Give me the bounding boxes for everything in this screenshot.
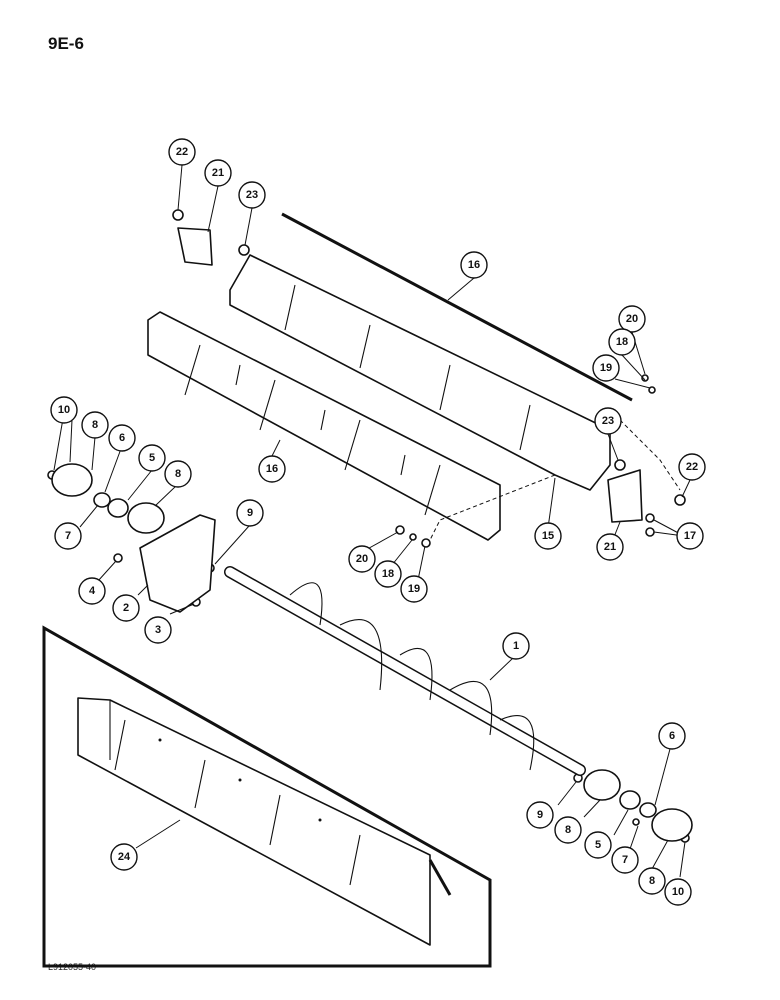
callout-2: 2 bbox=[112, 594, 140, 622]
svg-text:10: 10 bbox=[58, 404, 70, 416]
callout-9: 9 bbox=[236, 499, 264, 527]
svg-text:8: 8 bbox=[175, 468, 181, 480]
svg-text:1: 1 bbox=[513, 640, 519, 652]
dashed-guide-right bbox=[619, 419, 681, 491]
svg-text:21: 21 bbox=[212, 167, 224, 179]
svg-text:18: 18 bbox=[616, 336, 628, 348]
callout-3: 3 bbox=[144, 616, 172, 644]
callout-1: 1 bbox=[502, 632, 530, 660]
bearing-group-right bbox=[583, 769, 693, 842]
callout-22: 22 bbox=[168, 138, 196, 166]
callout-21: 21 bbox=[204, 159, 232, 187]
callout-16: 16 bbox=[258, 455, 286, 483]
callout-21: 21 bbox=[596, 533, 624, 561]
svg-text:6: 6 bbox=[669, 730, 675, 742]
svg-text:8: 8 bbox=[649, 875, 655, 887]
svg-text:3: 3 bbox=[155, 624, 161, 636]
callout-17: 17 bbox=[676, 522, 704, 550]
callout-8: 8 bbox=[164, 460, 192, 488]
callout-18: 18 bbox=[608, 328, 636, 356]
hardware bbox=[47, 209, 690, 843]
auger bbox=[224, 566, 586, 776]
callout-22: 22 bbox=[678, 453, 706, 481]
callout-19: 19 bbox=[592, 354, 620, 382]
callout-19: 19 bbox=[400, 575, 428, 603]
svg-text:9: 9 bbox=[537, 809, 543, 821]
callout-6: 6 bbox=[108, 424, 136, 452]
callout-10: 10 bbox=[664, 878, 692, 906]
callout-5: 5 bbox=[138, 444, 166, 472]
svg-text:18: 18 bbox=[382, 568, 394, 580]
bearing-group-left bbox=[51, 463, 216, 613]
callout-18: 18 bbox=[374, 560, 402, 588]
callout-6: 6 bbox=[658, 722, 686, 750]
callout-10: 10 bbox=[50, 396, 78, 424]
svg-text:6: 6 bbox=[119, 432, 125, 444]
svg-text:2: 2 bbox=[123, 602, 129, 614]
callout-23: 23 bbox=[238, 181, 266, 209]
svg-text:15: 15 bbox=[542, 530, 554, 542]
callout-15: 15 bbox=[534, 522, 562, 550]
callout-7: 7 bbox=[54, 522, 82, 550]
inset-panel bbox=[42, 625, 492, 968]
page-number: 9E-6 bbox=[48, 34, 84, 53]
svg-text:24: 24 bbox=[118, 851, 131, 863]
callout-8: 8 bbox=[81, 411, 109, 439]
svg-text:8: 8 bbox=[92, 419, 98, 431]
callout-7: 7 bbox=[611, 846, 639, 874]
callout-9: 9 bbox=[526, 801, 554, 829]
svg-text:4: 4 bbox=[89, 585, 96, 597]
svg-text:5: 5 bbox=[595, 839, 601, 851]
svg-text:8: 8 bbox=[565, 824, 571, 836]
callout-24: 24 bbox=[110, 843, 138, 871]
svg-text:7: 7 bbox=[65, 530, 71, 542]
lower-shield bbox=[147, 311, 501, 541]
callout-5: 5 bbox=[584, 831, 612, 859]
svg-text:10: 10 bbox=[672, 886, 684, 898]
svg-text:19: 19 bbox=[600, 362, 612, 374]
brackets bbox=[177, 227, 643, 523]
svg-text:19: 19 bbox=[408, 583, 420, 595]
svg-text:22: 22 bbox=[686, 461, 698, 473]
svg-text:22: 22 bbox=[176, 146, 188, 158]
callout-8: 8 bbox=[554, 816, 582, 844]
callout-20: 20 bbox=[618, 305, 646, 333]
callout-16: 16 bbox=[460, 251, 488, 279]
svg-text:16: 16 bbox=[468, 259, 480, 271]
callout-8: 8 bbox=[638, 867, 666, 895]
callout-4: 4 bbox=[78, 577, 106, 605]
svg-text:7: 7 bbox=[622, 854, 628, 866]
svg-text:16: 16 bbox=[266, 463, 278, 475]
svg-text:21: 21 bbox=[604, 541, 616, 553]
svg-text:23: 23 bbox=[246, 189, 258, 201]
callout-23: 23 bbox=[594, 407, 622, 435]
callout-20: 20 bbox=[348, 545, 376, 573]
svg-text:23: 23 bbox=[602, 415, 614, 427]
svg-text:9: 9 bbox=[247, 507, 253, 519]
callouts: 22 21 23 16 20 18 19 23 22 17 21 15 16 2… bbox=[50, 138, 706, 906]
svg-text:5: 5 bbox=[149, 452, 155, 464]
svg-text:20: 20 bbox=[626, 313, 638, 325]
svg-text:20: 20 bbox=[356, 553, 368, 565]
upper-shield bbox=[229, 212, 633, 491]
svg-text:17: 17 bbox=[684, 530, 696, 542]
